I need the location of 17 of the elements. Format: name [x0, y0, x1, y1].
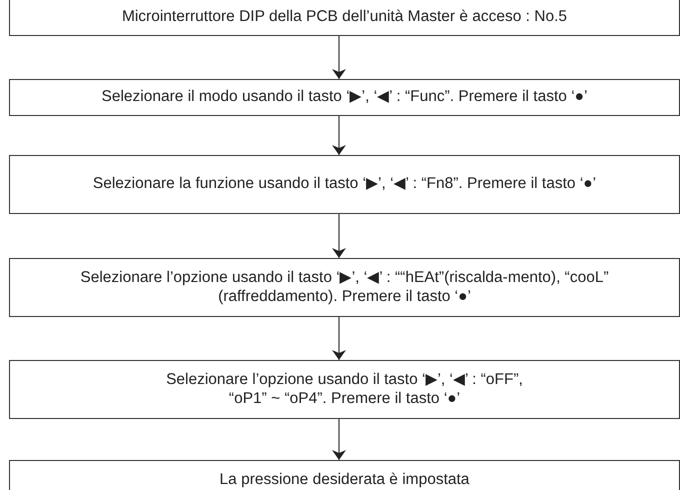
step-text: Selezionare la funzione usando il tasto ‘▶’, ‘◀’ : “Fn8”. Premere il tasto ‘●’ [92, 175, 596, 194]
process-box [9, 155, 680, 214]
step-text: Selezionare l’opzione usando il tasto ‘▶’, ‘◀’ : “oFF”, “oP1” ~ “oP4”. Premere il tasto ‘●’ [165, 370, 524, 408]
process-box [9, 79, 680, 116]
arrow [332, 214, 346, 258]
process-box [9, 0, 680, 36]
step-text: La pressione desiderata è impostata [220, 470, 470, 490]
process-box [9, 360, 680, 419]
arrow [332, 36, 346, 80]
process-box [9, 258, 680, 317]
arrow [332, 116, 346, 156]
arrow [332, 418, 346, 460]
step-text: Microinterruttore DIP della PCB dell’unità Master è acceso : No.5 [122, 8, 568, 26]
process-box [9, 460, 680, 490]
step-text: Selezionare l’opzione usando il tasto ‘▶’, ‘◀’ : ““hEAt”(riscalda-mento), “cooL” (raffreddamento). Premere il tasto ‘●’ [79, 268, 610, 306]
step-text: Selezionare il modo usando il tasto ‘▶’, ‘◀’ : “Func”. Premere il tasto ‘●’ [102, 88, 588, 107]
arrow [332, 316, 346, 360]
